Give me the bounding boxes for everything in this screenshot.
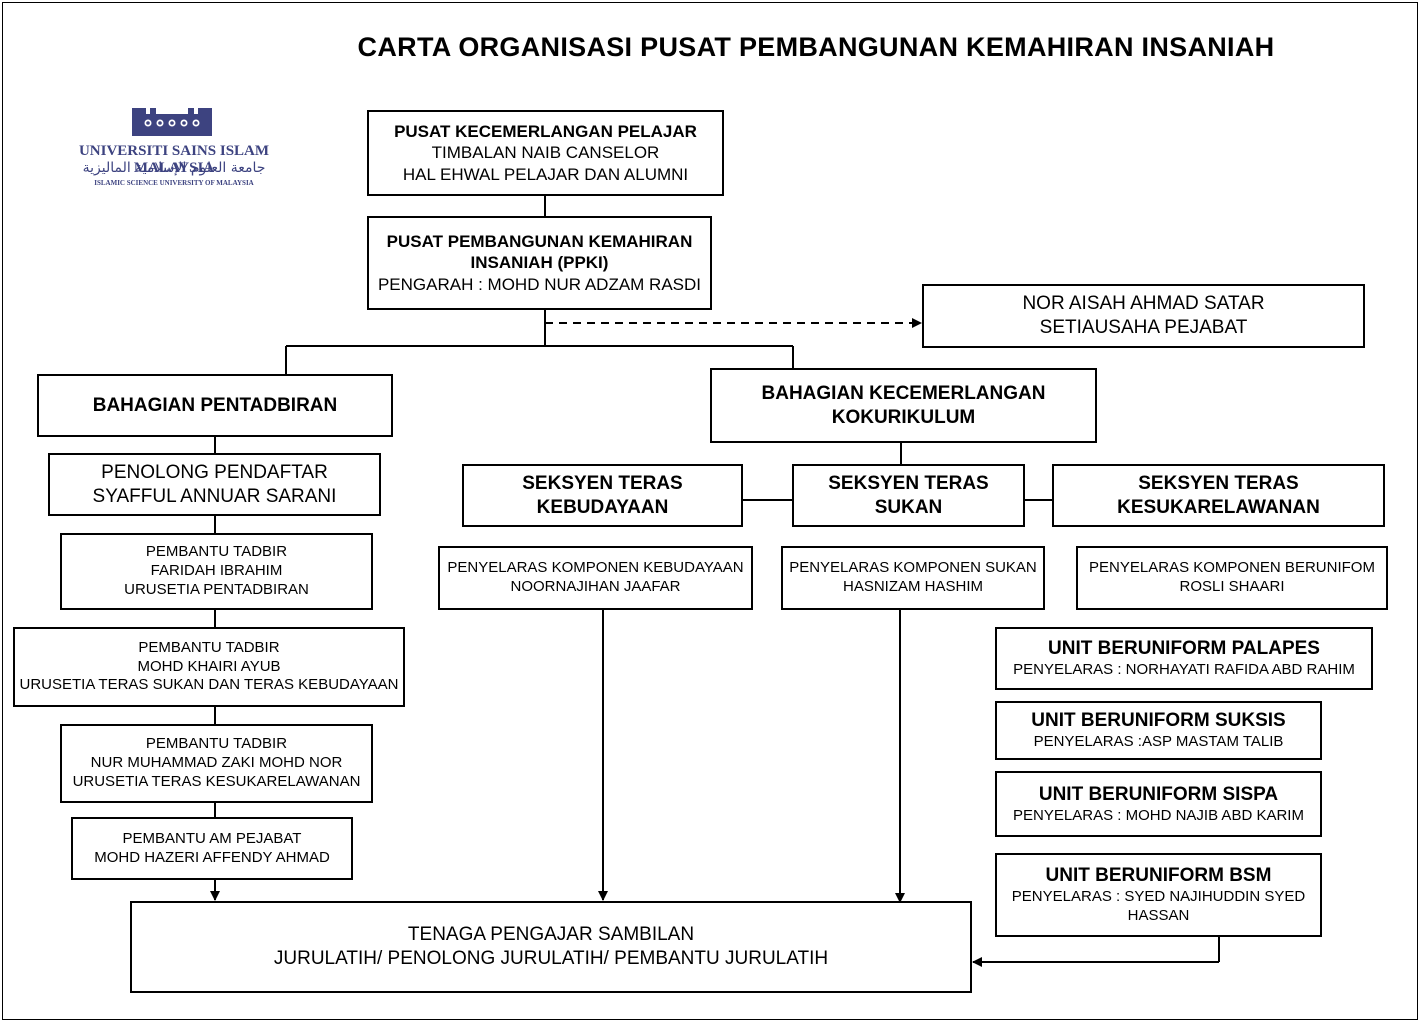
- node-unit-palapes: UNIT BERUNIFORM PALAPES PENYELARAS : NOR…: [995, 627, 1373, 690]
- node-line: PEMBANTU TADBIR: [138, 638, 280, 656]
- node-line: HASSAN: [1127, 906, 1190, 924]
- node-title: SEKSYEN TERAS: [828, 472, 989, 494]
- logo-english-subtitle: ISLAMIC SCIENCE UNIVERSITY OF MALAYSIA: [94, 179, 254, 187]
- node-line: PENGARAH : MOHD NUR ADZAM RASDI: [377, 274, 702, 294]
- node-title: PUSAT KECEMERLANGAN PELAJAR: [394, 122, 697, 142]
- node-title: UNIT BERUNIFORM SISPA: [1038, 783, 1279, 805]
- node-seksyen-kebudayaan: SEKSYEN TERAS KEBUDAYAAN: [462, 464, 743, 527]
- node-bahagian-pentadbiran: BAHAGIAN PENTADBIRAN: [37, 374, 393, 437]
- node-title: SEKSYEN TERAS: [1138, 472, 1299, 494]
- node-line: NOR AISAH AHMAD SATAR: [1022, 293, 1265, 315]
- node-unit-bsm: UNIT BERUNIFORM BSM PENYELARAS : SYED NA…: [995, 853, 1322, 937]
- logo-arabic-name: جامعة العلوم الإسلامية الماليزية: [82, 160, 266, 176]
- node-penyelaras-sukan: PENYELARAS KOMPONEN SUKAN HASNIZAM HASHI…: [781, 546, 1045, 610]
- node-unit-sispa: UNIT BERUNIFORM SISPA PENYELARAS : MOHD …: [995, 771, 1322, 837]
- node-title: UNIT BERUNIFORM PALAPES: [1048, 638, 1320, 660]
- node-line: ROSLI SHAARI: [1179, 578, 1285, 595]
- node-title: BAHAGIAN KECEMERLANGAN: [761, 382, 1046, 404]
- node-title: UNIT BERUNIFORM SUKSIS: [1031, 710, 1286, 732]
- node-line: TIMBALAN NAIB CANSELOR: [431, 143, 660, 163]
- node-title: SUKAN: [874, 496, 943, 518]
- node-line: NOORNAJIHAN JAAFAR: [510, 578, 681, 595]
- node-line: HASNIZAM HASHIM: [842, 578, 983, 595]
- node-line: FARIDAH IBRAHIM: [150, 562, 283, 580]
- node-line: PENYELARAS KOMPONEN BERUNIFOM: [1089, 559, 1375, 577]
- node-line: PENYELARAS : NORHAYATI RAFIDA ABD RAHIM: [1013, 661, 1355, 678]
- node-line: PENYELARAS :ASP MASTAM TALIB: [1033, 733, 1284, 750]
- node-title: KEBUDAYAAN: [536, 496, 669, 518]
- node-line: PENYELARAS : SYED NAJIHUDDIN SYED: [1011, 888, 1306, 906]
- node-line: HAL EHWAL PELAJAR DAN ALUMNI: [402, 164, 689, 184]
- node-line: MOHD HAZERI AFFENDY AHMAD: [94, 848, 330, 866]
- node-line: PENYELARAS KOMPONEN KEBUDAYAAN: [447, 559, 744, 577]
- node-line: MOHD KHAIRI AYUB: [137, 657, 281, 675]
- node-line: SETIAUSAHA PEJABAT: [1039, 317, 1248, 338]
- node-pembantu-tadbir-2: PEMBANTU TADBIR MOHD KHAIRI AYUB URUSETI…: [13, 627, 405, 707]
- node-line: PENYELARAS KOMPONEN SUKAN: [789, 559, 1037, 577]
- node-seksyen-kesukarelawanan: SEKSYEN TERAS KESUKARELAWANAN: [1052, 464, 1385, 527]
- university-logo: [132, 92, 212, 136]
- node-line: PEMBANTU AM PEJABAT: [122, 829, 302, 847]
- node-title: KESUKARELAWANAN: [1117, 496, 1320, 518]
- node-penolong-pendaftar: PENOLONG PENDAFTAR SYAFFUL ANNUAR SARANI: [48, 453, 381, 516]
- node-line: PEMBANTU TADBIR: [145, 543, 288, 561]
- node-line: PEMBANTU TADBIR: [145, 735, 288, 753]
- logo-university-name: UNIVERSITI SAINS ISLAM MALAYSIA: [78, 143, 270, 176]
- node-bahagian-kokurikulum: BAHAGIAN KECEMERLANGAN KOKURIKULUM: [710, 368, 1097, 443]
- node-line: PENOLONG PENDAFTAR: [101, 461, 328, 483]
- node-setiausaha-pejabat: NOR AISAH AHMAD SATAR SETIAUSAHA PEJABAT: [922, 284, 1365, 348]
- node-line: NUR MUHAMMAD ZAKI MOHD NOR: [90, 754, 343, 772]
- node-tenaga-pengajar-sambilan: TENAGA PENGAJAR SAMBILAN JURULATIH/ PENO…: [130, 901, 972, 993]
- chart-title: CARTA ORGANISASI PUSAT PEMBANGUNAN KEMAH…: [357, 32, 1275, 62]
- node-title: KOKURIKULUM: [831, 406, 976, 428]
- node-penyelaras-beruniform: PENYELARAS KOMPONEN BERUNIFOM ROSLI SHAA…: [1076, 546, 1388, 610]
- node-pembantu-am-pejabat: PEMBANTU AM PEJABAT MOHD HAZERI AFFENDY …: [71, 817, 353, 880]
- node-line: URUSETIA TERAS KESUKARELAWANAN: [72, 772, 361, 790]
- node-title: INSANIAH (PPKI): [470, 253, 609, 273]
- node-line: SYAFFUL ANNUAR SARANI: [92, 485, 337, 507]
- node-ppki: PUSAT PEMBANGUNAN KEMAHIRAN INSANIAH (PP…: [367, 216, 712, 310]
- node-seksyen-sukan: SEKSYEN TERAS SUKAN: [792, 464, 1025, 527]
- node-line: PENYELARAS : MOHD NAJIB ABD KARIM: [1013, 806, 1304, 824]
- node-pembantu-tadbir-1: PEMBANTU TADBIR FARIDAH IBRAHIM URUSETIA…: [60, 533, 373, 610]
- node-line: URUSETIA TERAS SUKAN DAN TERAS KEBUDAYAA…: [19, 676, 399, 694]
- node-unit-suksis: UNIT BERUNIFORM SUKSIS PENYELARAS :ASP M…: [995, 701, 1322, 760]
- node-pusat-kecemerlangan-pelajar: PUSAT KECEMERLANGAN PELAJAR TIMBALAN NAI…: [367, 110, 724, 196]
- node-penyelaras-kebudayaan: PENYELARAS KOMPONEN KEBUDAYAAN NOORNAJIH…: [438, 546, 753, 610]
- node-line: URUSETIA PENTADBIRAN: [124, 580, 309, 598]
- node-title: UNIT BERUNIFORM BSM: [1045, 865, 1272, 887]
- node-title: SEKSYEN TERAS: [522, 472, 683, 494]
- node-line: TENAGA PENGAJAR SAMBILAN: [407, 924, 695, 946]
- node-line: JURULATIH/ PENOLONG JURULATIH/ PEMBANTU …: [273, 948, 829, 969]
- node-title: BAHAGIAN PENTADBIRAN: [92, 394, 338, 416]
- node-title: PUSAT PEMBANGUNAN KEMAHIRAN: [386, 232, 693, 252]
- node-pembantu-tadbir-3: PEMBANTU TADBIR NUR MUHAMMAD ZAKI MOHD N…: [60, 724, 373, 803]
